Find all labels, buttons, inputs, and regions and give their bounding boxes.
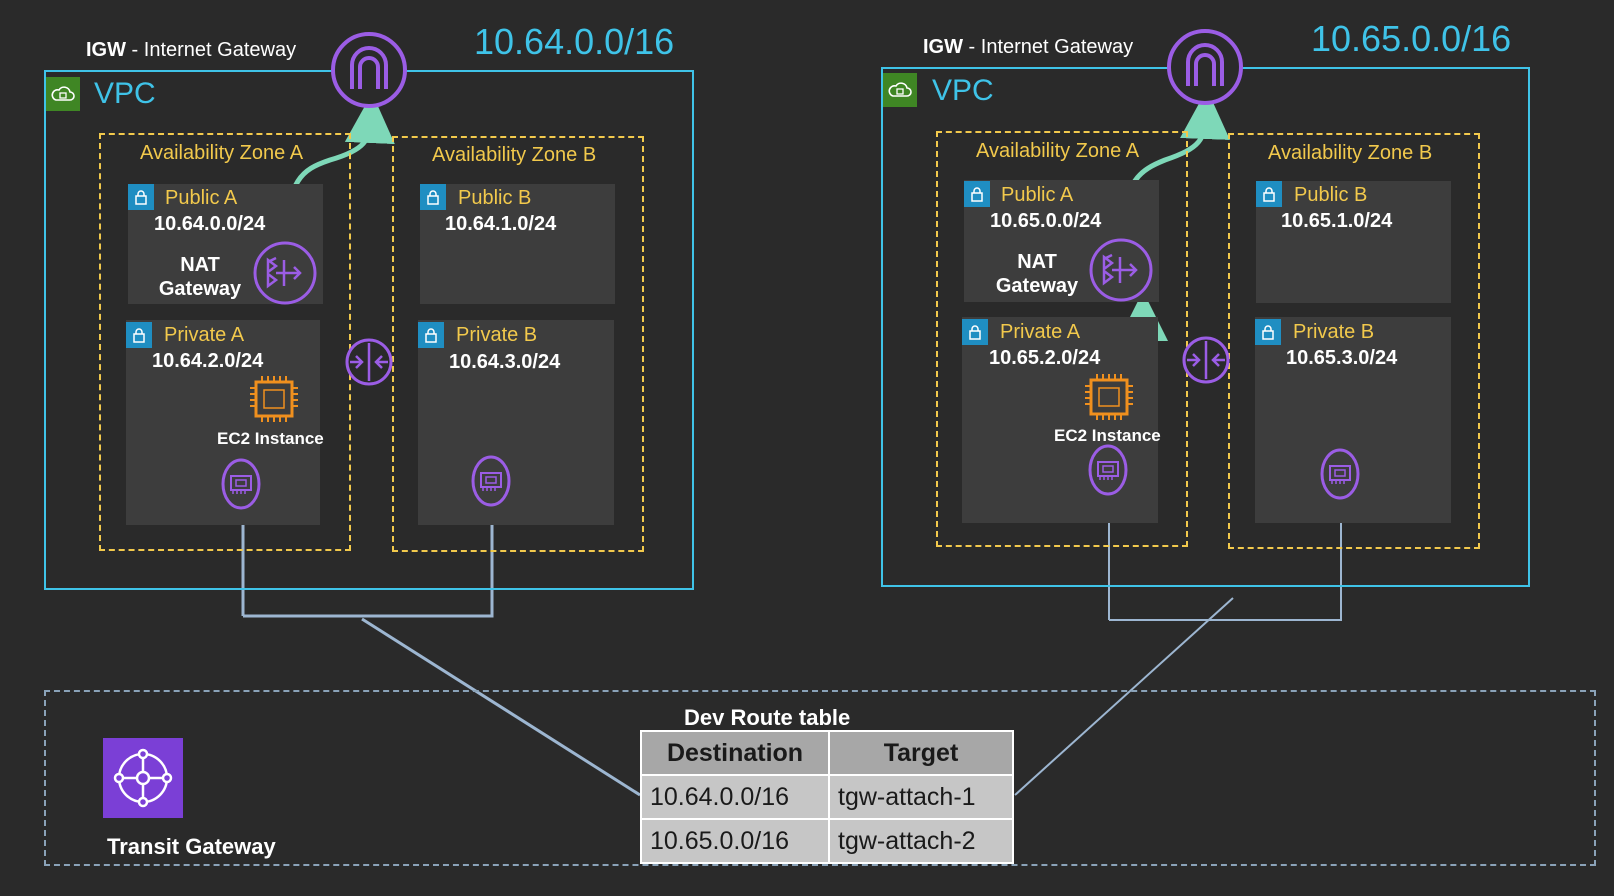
right-private-b-cidr: 10.65.3.0/24 (1286, 347, 1398, 369)
lock-icon (128, 184, 154, 210)
transit-gateway-label: Transit Gateway (107, 834, 276, 859)
left-igw-label: IGW - Internet Gateway (86, 39, 297, 61)
left-private-b-cidr: 10.64.3.0/24 (449, 351, 561, 373)
right-ec2-label: EC2 Instance (1054, 426, 1161, 445)
table-row: 10.64.0.0/16 tgw-attach-1 (640, 774, 1014, 820)
lock-icon (964, 181, 990, 207)
network-interface-icon (1320, 448, 1360, 500)
left-public-b-name: Public B (458, 187, 532, 209)
internet-gateway-icon (331, 32, 407, 108)
right-public-b-name: Public B (1294, 184, 1368, 206)
right-vpc-cloud-badge (883, 73, 917, 107)
right-to-table-line (1014, 597, 1234, 796)
lock-icon (126, 322, 152, 348)
right-az-a (936, 131, 1188, 547)
left-public-a-cidr: 10.64.0.0/24 (154, 213, 266, 235)
left-az-b-label: Availability Zone B (432, 144, 597, 166)
left-private-a-cidr: 10.64.2.0/24 (152, 350, 264, 372)
ec2-chip-icon (250, 376, 298, 422)
left-public-b-cidr: 10.64.1.0/24 (445, 213, 557, 235)
route-destination: 10.64.0.0/16 (640, 774, 830, 820)
left-private-b-name: Private B (456, 324, 538, 346)
left-ec2-label: EC2 Instance (217, 429, 324, 448)
route-table-title: Dev Route table (684, 705, 851, 730)
right-private-a-cidr: 10.65.2.0/24 (989, 347, 1101, 369)
right-igw-label: IGW - Internet Gateway (923, 36, 1134, 58)
nat-gateway-icon (1089, 238, 1153, 302)
right-vpc-label: VPC (932, 74, 994, 107)
left-private-a-name: Private A (164, 324, 245, 346)
network-interface-icon (471, 455, 511, 507)
left-public-b-subnet (420, 184, 615, 304)
cloud-icon (51, 86, 75, 101)
cloud-icon (888, 82, 912, 97)
route-target: tgw-attach-2 (828, 818, 1014, 864)
table-row: 10.65.0.0/16 tgw-attach-2 (640, 818, 1014, 864)
left-az-a (99, 133, 351, 551)
transit-gateway-icon (103, 738, 183, 818)
right-public-a-cidr: 10.65.0.0/24 (990, 210, 1102, 232)
left-az-b (392, 136, 644, 552)
right-private-b-name: Private B (1293, 321, 1375, 343)
right-public-b-cidr: 10.65.1.0/24 (1281, 210, 1393, 232)
left-vpc-cidr: 10.64.0.0/16 (474, 21, 675, 62)
lock-icon (420, 184, 446, 210)
right-az-a-label: Availability Zone A (976, 140, 1140, 162)
network-interface-icon (221, 458, 261, 510)
right-public-b-subnet (1256, 181, 1451, 303)
left-public-a-name: Public A (165, 187, 238, 209)
network-interface-icon (1088, 444, 1128, 496)
left-vpc-cloud-badge (46, 77, 80, 111)
route-target: tgw-attach-1 (828, 774, 1014, 820)
internet-gateway-icon (1167, 29, 1243, 105)
router-icon (1182, 336, 1230, 384)
left-vpc-label: VPC (94, 77, 156, 110)
route-table-header-target: Target (828, 730, 1014, 776)
right-az-b-label: Availability Zone B (1268, 142, 1433, 164)
left-az-a-label: Availability Zone A (140, 142, 304, 164)
right-vpc-cidr: 10.65.0.0/16 (1311, 18, 1512, 59)
ec2-chip-icon (1085, 374, 1133, 420)
lock-icon (1255, 319, 1281, 345)
lock-icon (418, 322, 444, 348)
route-table: Destination Target 10.64.0.0/16 tgw-atta… (640, 730, 1014, 864)
transit-gateway-area (44, 690, 1596, 866)
right-private-a-subnet (962, 317, 1158, 523)
right-az-b (1228, 133, 1480, 549)
left-to-table-line (361, 617, 641, 797)
lock-icon (962, 319, 988, 345)
route-destination: 10.65.0.0/16 (640, 818, 830, 864)
route-table-header-destination: Destination (640, 730, 830, 776)
router-icon (345, 338, 393, 386)
right-public-a-name: Public A (1001, 184, 1074, 206)
route-table-header: Destination Target (640, 730, 1014, 776)
nat-gateway-icon (253, 241, 317, 305)
right-private-a-name: Private A (1000, 321, 1081, 343)
lock-icon (1256, 181, 1282, 207)
left-private-b-subnet (418, 320, 614, 525)
